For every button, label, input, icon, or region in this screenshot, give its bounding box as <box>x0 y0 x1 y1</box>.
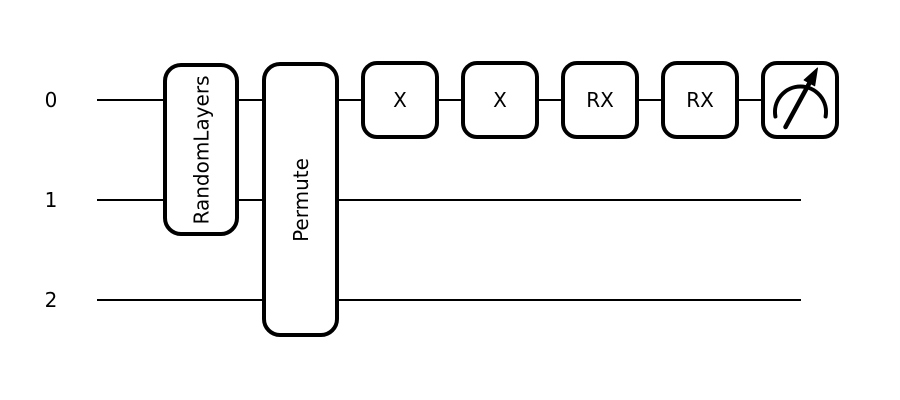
gate-randomlayers-label: RandomLayers <box>189 75 214 224</box>
measurement-box <box>761 60 839 139</box>
gate-permute-label: Permute <box>288 157 313 242</box>
gate-permute: Permute <box>262 62 339 337</box>
gate-x-1: X <box>361 60 439 139</box>
measurement-gauge-icon <box>772 67 828 130</box>
wire-line-1 <box>97 198 801 201</box>
gate-rx-1: RX <box>561 60 639 139</box>
wire-line-0 <box>97 98 801 101</box>
gauge-needle <box>782 79 812 130</box>
wire-line-2 <box>97 298 801 301</box>
gate-randomlayers: RandomLayers <box>163 63 239 236</box>
wire-label-2: 2 <box>44 287 58 312</box>
gauge-arc <box>772 84 828 119</box>
gate-rx-2: RX <box>661 60 739 139</box>
wire-label-0: 0 <box>44 87 58 112</box>
gauge-arrowhead <box>803 67 818 87</box>
gate-x-2: X <box>461 60 539 139</box>
gate-x-1-label: X <box>393 87 407 112</box>
gate-rx-1-label: RX <box>586 87 614 112</box>
wire-label-1: 1 <box>44 187 58 212</box>
gate-x-2-label: X <box>493 87 507 112</box>
gate-rx-2-label: RX <box>686 87 714 112</box>
